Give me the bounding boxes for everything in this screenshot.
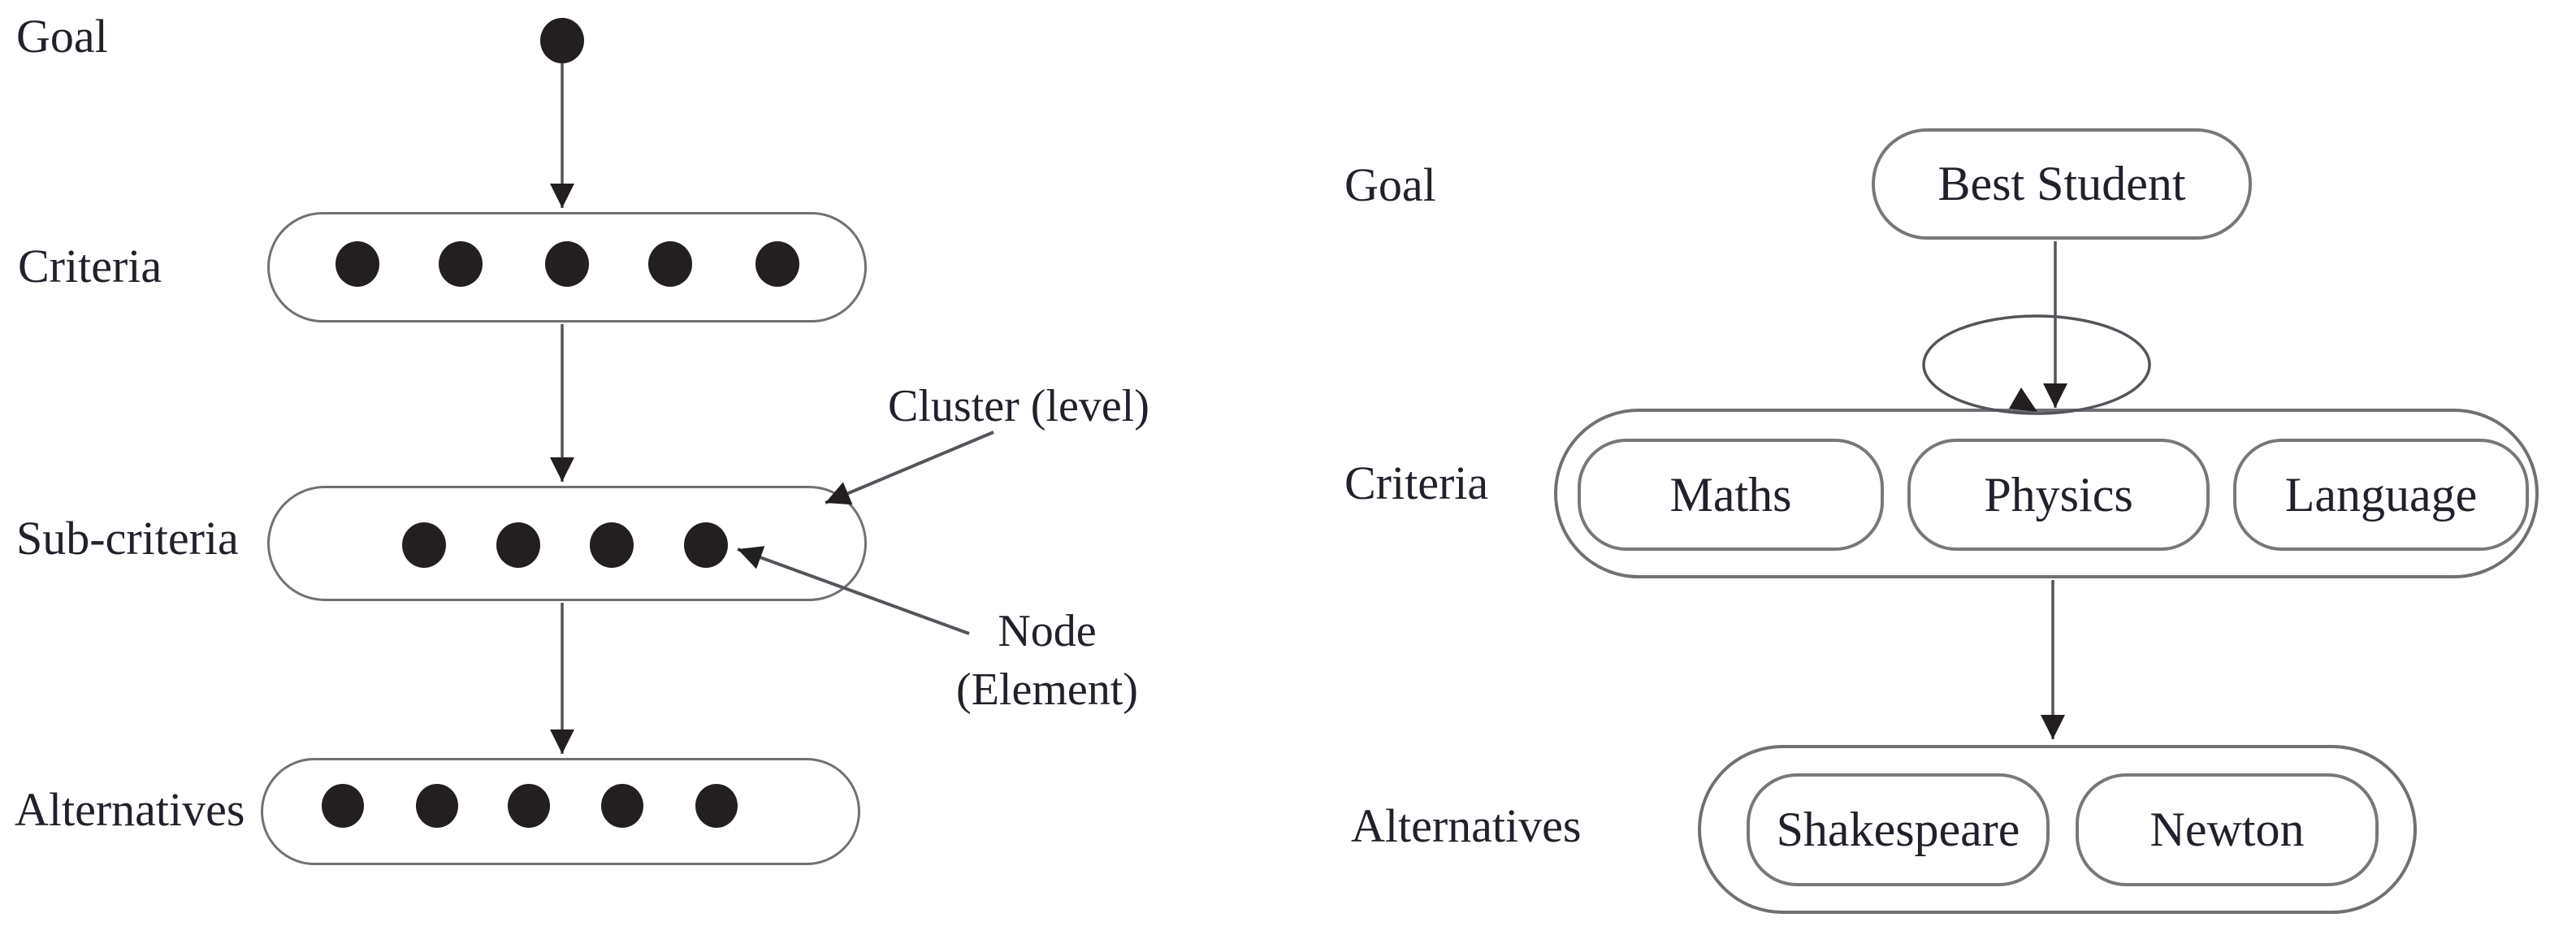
left-alternatives-cluster xyxy=(261,758,860,865)
alternative-node-newton: Newton xyxy=(2076,773,2379,886)
left-goal-node-dot xyxy=(540,18,584,63)
node-annotation-line1: Node xyxy=(998,606,1097,656)
cluster-level-arrow xyxy=(825,431,994,505)
left-alternatives-label: Alternatives xyxy=(15,783,245,836)
left-goal-label: Goal xyxy=(16,10,108,63)
right-criteria-label: Criteria xyxy=(1344,457,1489,509)
criteria-node-maths: Maths xyxy=(1578,439,1884,551)
right-alternatives-label: Alternatives xyxy=(1351,799,1582,852)
criteria-self-loop xyxy=(1922,314,2151,415)
criteria-node-language: Language xyxy=(2233,439,2529,551)
alternative-node-shakespeare: Shakespeare xyxy=(1747,773,2050,886)
left-subcriteria-label: Sub-criteria xyxy=(16,512,239,565)
left-subcriteria-cluster xyxy=(267,486,867,601)
cluster-level-annotation: Cluster (level) xyxy=(888,381,1149,431)
left-criteria-label: Criteria xyxy=(18,240,162,292)
node-element-annotation: Node (Element) xyxy=(937,603,1157,719)
left-criteria-cluster xyxy=(267,212,867,322)
criteria-node-physics: Physics xyxy=(1907,439,2210,551)
node-annotation-line2: (Element) xyxy=(956,664,1138,715)
goal-node-best-student: Best Student xyxy=(1872,128,2252,240)
right-goal-label: Goal xyxy=(1344,158,1436,211)
